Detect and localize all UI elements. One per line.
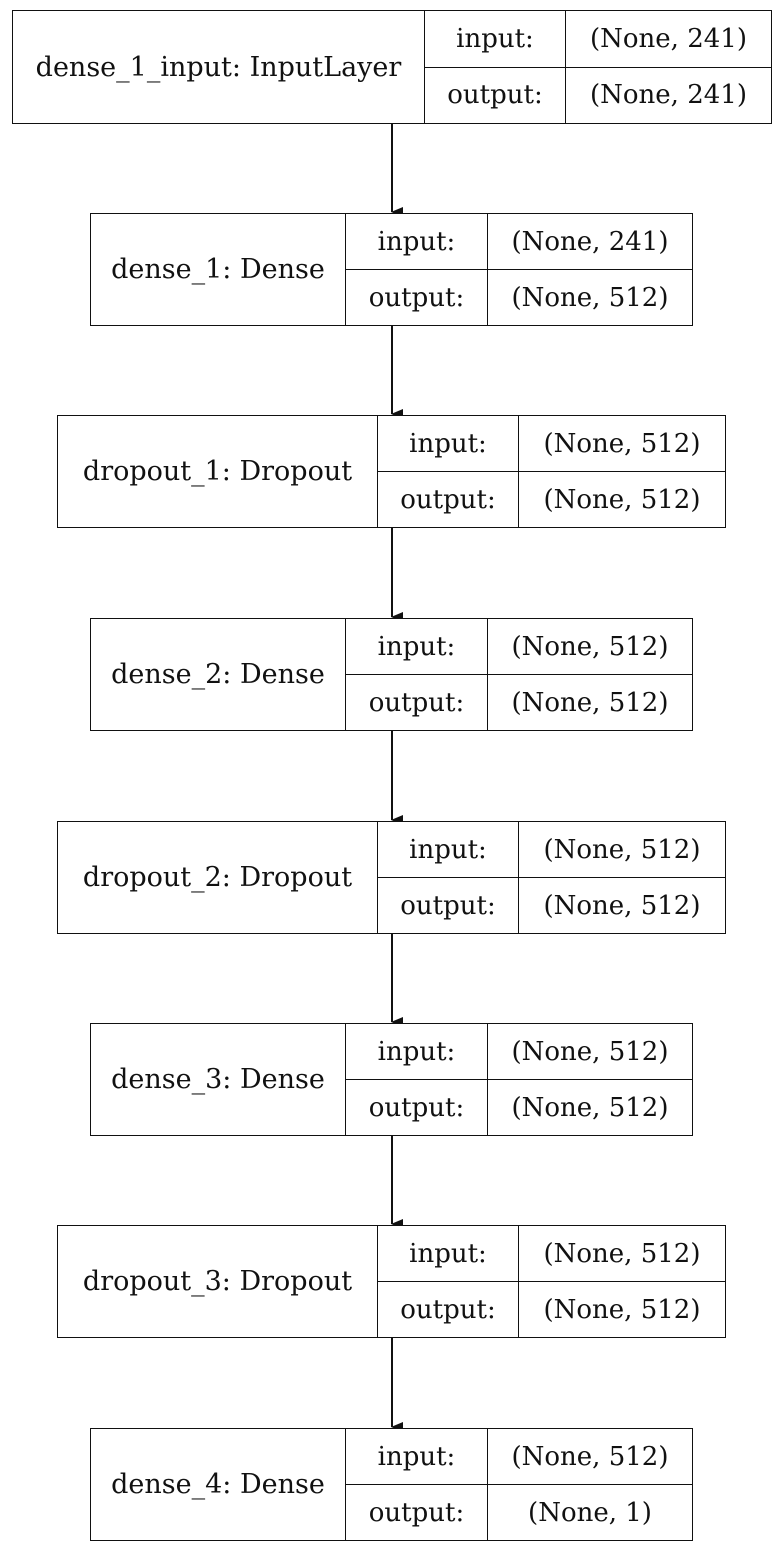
io-keys: input: output: — [378, 416, 519, 527]
input-label: input: — [378, 1226, 518, 1282]
input-label: input: — [346, 619, 487, 675]
input-label: input: — [378, 416, 518, 472]
io-values: (None, 512) (None, 512) — [488, 619, 692, 730]
input-shape: (None, 512) — [488, 1024, 692, 1080]
output-label: output: — [400, 890, 496, 921]
output-label: output: — [447, 80, 543, 111]
node-dropout-1: dropout_1: Dropout input: output: (None,… — [57, 415, 726, 528]
output-shape: (None, 512) — [543, 890, 701, 921]
output-label: output: — [368, 1092, 465, 1123]
output-label: output: — [400, 484, 496, 515]
output-label: output: — [368, 282, 465, 313]
layer-name: dense_1_input: InputLayer — [13, 11, 425, 123]
io-keys: input: output: — [378, 1226, 519, 1337]
layer-name: dense_3: Dense — [91, 1024, 346, 1135]
input-shape: (None, 512) — [488, 1429, 692, 1485]
input-shape: (None, 241) — [488, 214, 692, 270]
node-dense-4: dense_4: Dense input: output: (None, 512… — [90, 1428, 693, 1541]
output-shape: (None, 512) — [511, 687, 669, 718]
io-keys: input: output: — [378, 822, 519, 933]
input-shape: (None, 512) — [519, 1226, 725, 1282]
layer-name: dropout_3: Dropout — [58, 1226, 378, 1337]
node-dense-3: dense_3: Dense input: output: (None, 512… — [90, 1023, 693, 1136]
layer-name: dropout_1: Dropout — [58, 416, 378, 527]
output-shape: (None, 512) — [511, 1092, 669, 1123]
input-shape: (None, 512) — [519, 822, 725, 878]
input-shape: (None, 512) — [519, 416, 725, 472]
io-values: (None, 512) (None, 512) — [519, 416, 725, 527]
layer-name: dense_4: Dense — [91, 1429, 346, 1540]
io-values: (None, 241) (None, 512) — [488, 214, 692, 325]
io-values: (None, 512) (None, 512) — [488, 1024, 692, 1135]
node-dropout-2: dropout_2: Dropout input: output: (None,… — [57, 821, 726, 934]
io-keys: input: output: — [346, 1429, 488, 1540]
io-keys: input: output: — [425, 11, 566, 123]
input-label: input: — [378, 822, 518, 878]
io-values: (None, 512) (None, 512) — [519, 1226, 725, 1337]
layer-name: dense_2: Dense — [91, 619, 346, 730]
io-values: (None, 512) (None, 512) — [519, 822, 725, 933]
input-label: input: — [425, 11, 565, 68]
input-label: input: — [346, 1024, 487, 1080]
io-keys: input: output: — [346, 214, 488, 325]
input-label: input: — [346, 1429, 487, 1485]
input-label: input: — [346, 214, 487, 270]
io-keys: input: output: — [346, 619, 488, 730]
input-shape: (None, 241) — [566, 11, 771, 68]
node-dropout-3: dropout_3: Dropout input: output: (None,… — [57, 1225, 726, 1338]
node-dense-1-input: dense_1_input: InputLayer input: output:… — [12, 10, 772, 124]
layer-name: dense_1: Dense — [91, 214, 346, 325]
node-dense-2: dense_2: Dense input: output: (None, 512… — [90, 618, 693, 731]
output-shape: (None, 512) — [511, 282, 669, 313]
output-shape: (None, 1) — [528, 1497, 652, 1528]
io-values: (None, 512) (None, 1) — [488, 1429, 692, 1540]
output-label: output: — [368, 687, 465, 718]
output-label: output: — [368, 1497, 465, 1528]
io-keys: input: output: — [346, 1024, 488, 1135]
io-values: (None, 241) (None, 241) — [566, 11, 771, 123]
input-shape: (None, 512) — [488, 619, 692, 675]
output-shape: (None, 512) — [543, 484, 701, 515]
layer-name: dropout_2: Dropout — [58, 822, 378, 933]
node-dense-1: dense_1: Dense input: output: (None, 241… — [90, 213, 693, 326]
output-label: output: — [400, 1294, 496, 1325]
output-shape: (None, 241) — [590, 80, 747, 111]
output-shape: (None, 512) — [543, 1294, 701, 1325]
